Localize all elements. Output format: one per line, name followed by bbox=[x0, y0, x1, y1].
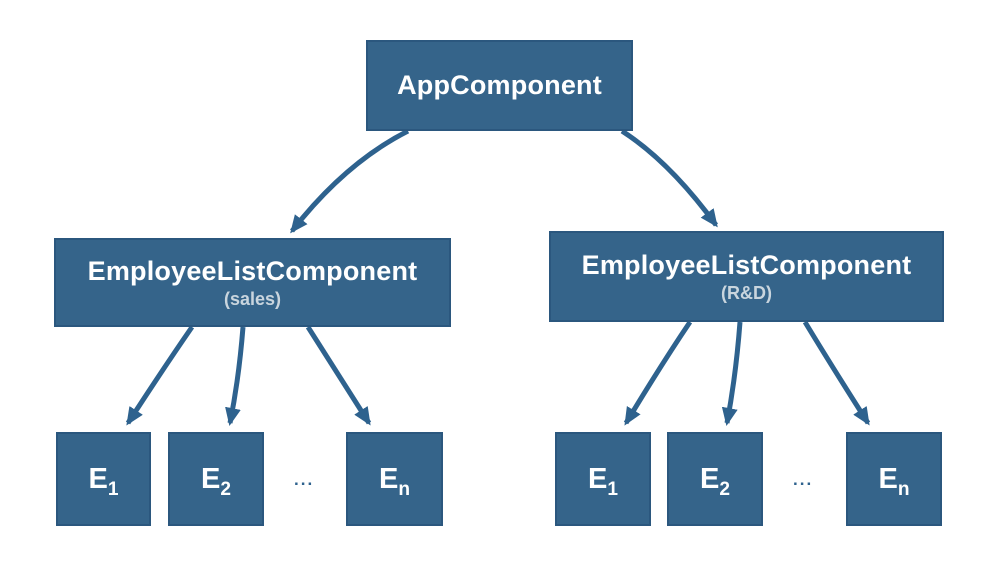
employee-node-sales-en: En bbox=[346, 432, 443, 526]
leaf-label: E1 bbox=[88, 462, 119, 500]
leaf-base: E bbox=[700, 462, 720, 495]
arrow-sales-to-en bbox=[305, 325, 372, 426]
ellipsis-right: ... bbox=[793, 470, 814, 489]
leaf-subscript: n bbox=[398, 478, 411, 500]
node-subtitle: (sales) bbox=[223, 288, 282, 309]
arrow-app-to-rd bbox=[620, 128, 719, 228]
leaf-subscript: 2 bbox=[220, 478, 231, 500]
leaf-subscript: 1 bbox=[107, 478, 119, 500]
employee-node-sales-e2: E2 bbox=[168, 432, 264, 526]
leaf-label: E2 bbox=[201, 462, 231, 500]
leaf-subscript: 2 bbox=[719, 478, 730, 500]
arrow-app-to-sales bbox=[290, 128, 410, 234]
employee-node-sales-e1: E1 bbox=[56, 432, 151, 526]
arrow-sales-to-e1 bbox=[125, 325, 195, 426]
leaf-base: E bbox=[878, 462, 898, 495]
node-subtitle: (R&D) bbox=[721, 282, 772, 303]
app-component-node: AppComponent bbox=[366, 40, 633, 131]
node-title: AppComponent bbox=[397, 69, 602, 100]
leaf-label: E1 bbox=[588, 462, 618, 500]
employee-list-rd-node: EmployeeListComponent (R&D) bbox=[549, 231, 944, 322]
leaf-base: E bbox=[201, 462, 221, 495]
node-title: EmployeeListComponent bbox=[87, 256, 418, 287]
leaf-base: E bbox=[588, 462, 608, 495]
employee-list-sales-node: EmployeeListComponent (sales) bbox=[54, 238, 451, 327]
employee-node-rd-e1: E1 bbox=[555, 432, 651, 526]
leaf-base: E bbox=[88, 462, 108, 495]
leaf-label: E2 bbox=[700, 462, 730, 500]
arrow-rd-to-e2 bbox=[721, 321, 743, 426]
ellipsis-left: ... bbox=[294, 470, 315, 489]
arrow-sales-to-e2 bbox=[225, 326, 246, 426]
employee-node-rd-e2: E2 bbox=[667, 432, 763, 526]
leaf-subscript: n bbox=[897, 478, 910, 500]
leaf-label: En bbox=[378, 462, 411, 500]
arrow-rd-to-e1 bbox=[623, 320, 693, 426]
leaf-label: En bbox=[878, 462, 910, 500]
node-title: EmployeeListComponent bbox=[581, 250, 912, 281]
employee-node-rd-en: En bbox=[846, 432, 942, 526]
leaf-subscript: 1 bbox=[607, 478, 618, 500]
leaf-base: E bbox=[378, 462, 399, 495]
arrow-rd-to-en bbox=[802, 320, 871, 426]
